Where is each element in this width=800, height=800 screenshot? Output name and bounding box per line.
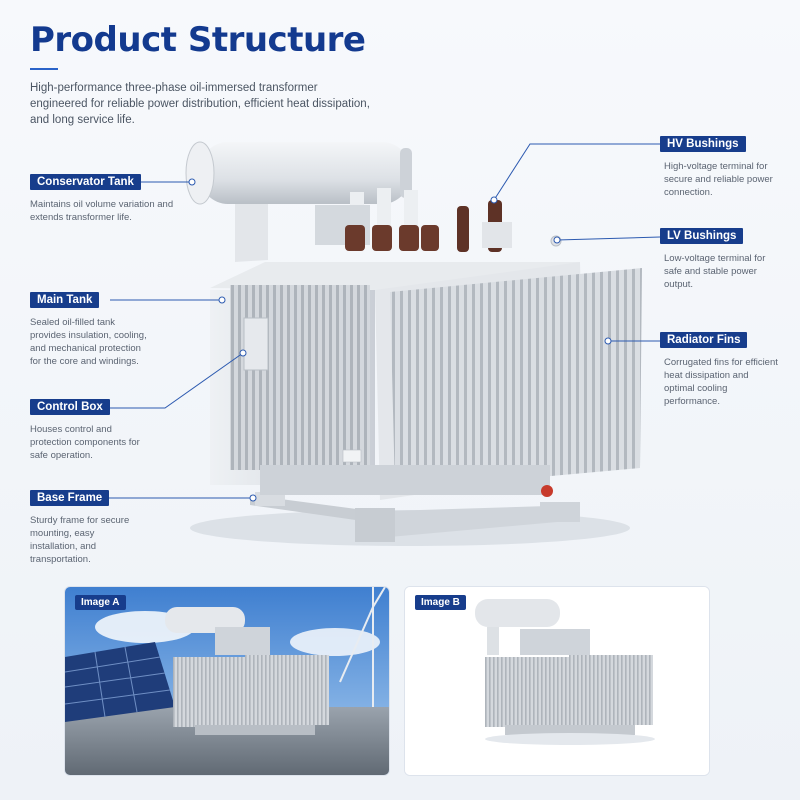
conservator-support [235, 200, 268, 262]
valve-indicator [541, 485, 553, 497]
thumbnail-image-a[interactable]: Image A [64, 586, 390, 776]
radiator-fins-desc: Corrugated fins for efficient heat dissi… [664, 357, 778, 407]
image-a-badge: Image A [75, 595, 126, 610]
title-underline [30, 68, 58, 70]
base-frame-desc: Sturdy frame for secure mounting, easy i… [30, 515, 130, 565]
intro-text: High-performance three-phase oil-immerse… [30, 82, 370, 126]
dot-conservator [188, 178, 196, 186]
conservator-tank-label: Conservator Tank [30, 174, 141, 190]
line-hv-bushings [493, 143, 660, 201]
image-b-scene [405, 587, 709, 775]
thumbnail-image-b[interactable]: Image B [404, 586, 710, 776]
conservator-tank-desc: Maintains oil volume variation and exten… [30, 199, 174, 223]
hv-bushings-shape [457, 200, 562, 252]
base-frame-label: Base Frame [30, 490, 110, 506]
dot-radiator-fins [604, 337, 612, 345]
dot-control-box [239, 349, 247, 357]
control-box-label: Control Box [30, 399, 110, 415]
radiator-fins-label: Radiator Fins [660, 332, 748, 348]
main-tank-shape [210, 262, 642, 500]
cloud [290, 628, 380, 656]
page-title: Product Structure [30, 20, 366, 60]
dot-base-frame [249, 494, 257, 502]
lv-bushings-label: LV Bushings [660, 228, 744, 244]
line-control-box [108, 352, 244, 409]
base-frame-shape [250, 492, 580, 542]
callout-dots [188, 178, 612, 502]
image-a-scene [65, 587, 389, 775]
solar-panels-shape [65, 642, 175, 722]
hv-bushings-label: HV Bushings [660, 136, 746, 152]
dot-main-tank [218, 296, 226, 304]
callout-lines [100, 143, 661, 499]
dot-lv-bushings [553, 236, 561, 244]
lv-bushings-desc: Low-voltage terminal for safe and stable… [664, 253, 766, 290]
main-tank-label: Main Tank [30, 292, 100, 308]
dot-hv-bushings [490, 196, 498, 204]
wind-turbine-shape [339, 587, 386, 707]
control-box-desc: Houses control and protection components… [30, 424, 140, 461]
hv-bushings-desc: High-voltage terminal for secure and rel… [664, 161, 773, 198]
line-lv-bushings [556, 236, 661, 241]
main-tank-desc: Sealed oil-filled tank provides insulati… [30, 317, 147, 367]
conservator-tank-shape [185, 141, 412, 205]
lv-bushings-shape [315, 188, 439, 251]
control-box-shape [243, 317, 362, 463]
image-b-badge: Image B [415, 595, 466, 610]
